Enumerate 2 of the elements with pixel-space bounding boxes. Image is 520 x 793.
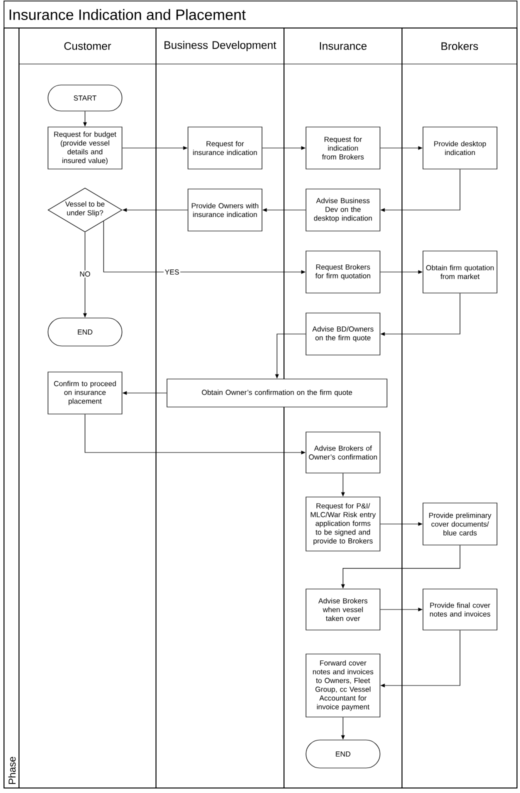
- phase-band: Phase: [4, 28, 20, 788]
- diagram-title: Insurance Indication and Placement: [10, 9, 246, 20]
